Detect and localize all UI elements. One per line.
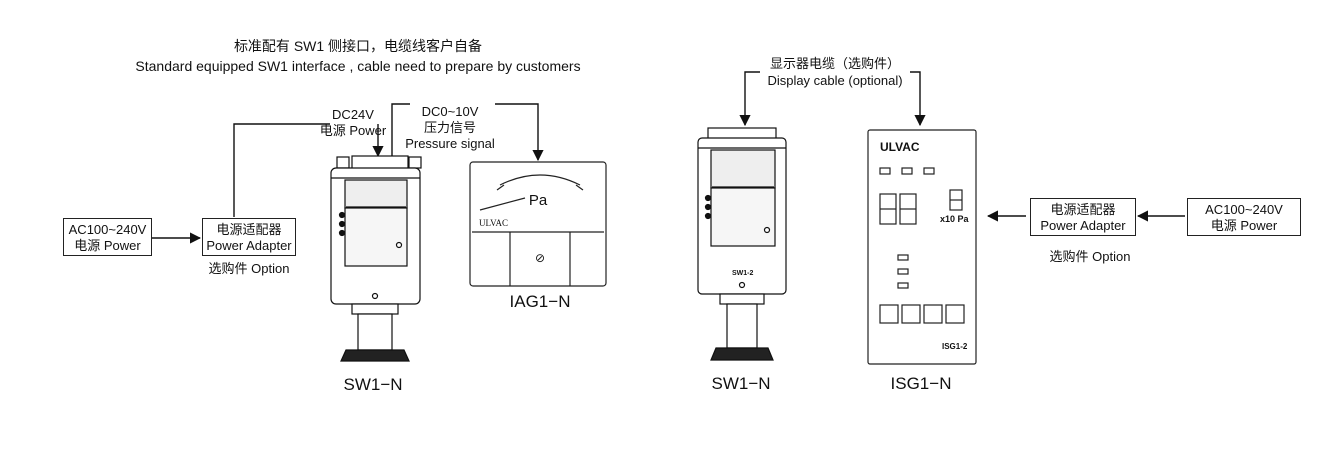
isg1-display-unit <box>867 129 977 365</box>
sw1-gauge-left <box>330 155 422 362</box>
left-power-adapter-box: 电源适配器 Power Adapter <box>202 218 296 256</box>
right-ac-voltage: AC100~240V <box>1205 202 1283 217</box>
left-ac-power-box: AC100~240V 电源 Power <box>63 218 152 256</box>
display-unit-label: x10 Pa <box>940 214 969 224</box>
right-power-adapter-box: 电源适配器 Power Adapter <box>1030 198 1136 236</box>
display-cable-cn-label: 显示器电缆（选购件） <box>769 56 901 71</box>
signal-en-label: Pressure signal <box>405 136 495 151</box>
display-cable-en-label: Display cable (optional) <box>767 73 903 88</box>
left-note-en: Standard equipped SW1 interface , cable … <box>135 58 581 74</box>
signal-cn-label: 压力信号 <box>423 120 477 135</box>
meter-caption: IAG1−N <box>509 292 571 311</box>
right-ac-power-box: AC100~240V 电源 Power <box>1187 198 1301 236</box>
right-gauge-caption: SW1−N <box>711 374 771 393</box>
left-note-cn: 标准配有 SW1 侧接口，电缆线客户自备 <box>233 38 483 54</box>
left-option-label: 选购件 Option <box>208 261 290 276</box>
display-caption: ISG1−N <box>890 374 952 393</box>
meter-knob-icon: ⊘ <box>534 251 546 265</box>
dc24v-label: DC24V <box>332 107 374 122</box>
display-brand-label: ULVAC <box>880 140 920 154</box>
left-adapter-en: Power Adapter <box>206 238 292 253</box>
left-adapter-cn: 电源适配器 <box>216 222 282 237</box>
right-adapter-cn: 电源适配器 <box>1050 202 1116 217</box>
meter-unit-label: Pa <box>528 192 548 209</box>
iag1-meter <box>469 161 607 287</box>
meter-brand-label: ULVAC <box>479 218 509 228</box>
right-option-label: 选购件 Option <box>1049 249 1131 264</box>
display-model-label: ISG1-2 <box>942 342 968 351</box>
right-ac-power: 电源 Power <box>1210 218 1278 233</box>
display-cable-right-arrow <box>910 71 926 127</box>
left-gauge-caption: SW1−N <box>343 375 403 394</box>
pressure-signal-arrow <box>495 103 544 162</box>
signal-voltage-label: DC0~10V <box>421 104 479 119</box>
pressure-signal-line <box>391 103 410 160</box>
right-adapter-en: Power Adapter <box>1040 218 1126 233</box>
sw1-gauge-right <box>697 127 787 361</box>
dc24v-power-label: 电源 Power <box>319 123 387 138</box>
right-gauge-model-label: SW1-2 <box>732 270 754 277</box>
left-ac-voltage: AC100~240V <box>68 222 147 237</box>
left-ac-power: 电源 Power <box>74 238 141 253</box>
dc24-power-line <box>233 123 330 217</box>
display-cable-left-arrow <box>739 71 760 127</box>
